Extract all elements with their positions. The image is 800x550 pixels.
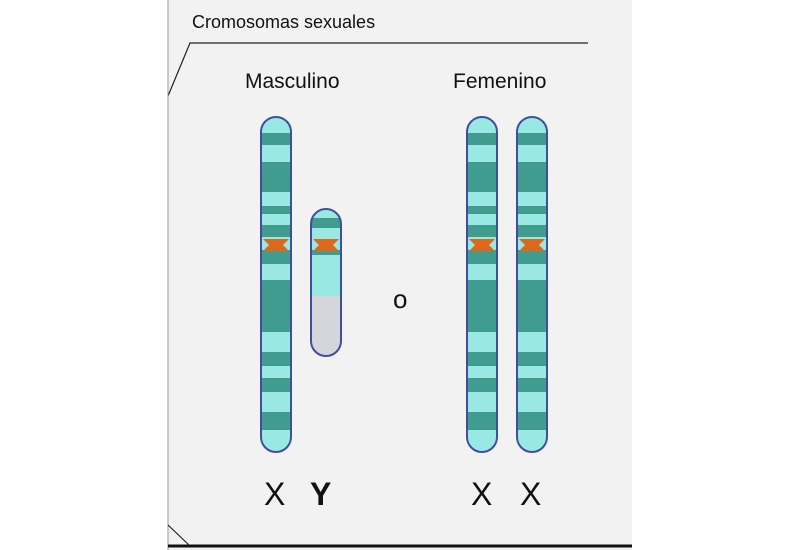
dark-band — [261, 378, 291, 392]
dark-band — [517, 225, 547, 237]
female-label: Femenino — [453, 70, 547, 93]
dark-band — [517, 352, 547, 366]
dark-band — [261, 133, 291, 145]
centromere — [519, 239, 545, 251]
panel-background — [168, 0, 632, 550]
diagram-title: Cromosomas sexuales — [192, 12, 376, 32]
dark-band — [467, 225, 497, 237]
dark-band — [311, 250, 341, 255]
heterochromatin-region — [311, 296, 341, 356]
dark-band — [261, 280, 291, 332]
dark-band — [467, 352, 497, 366]
chromosome-x-female-1 — [466, 116, 498, 453]
chromosome-y — [310, 208, 342, 357]
panel-perspective-border — [167, 42, 588, 97]
chromosome-x-female-2 — [516, 116, 548, 453]
dark-band — [311, 218, 341, 228]
label-x-female-1: X — [471, 476, 493, 512]
dark-band — [261, 206, 291, 214]
dark-band — [261, 225, 291, 237]
male-label: Masculino — [245, 70, 340, 93]
dark-band — [517, 412, 547, 430]
dark-band — [517, 280, 547, 332]
label-y-male: Y — [310, 476, 332, 512]
dark-band — [517, 250, 547, 264]
dark-band — [517, 206, 547, 214]
dark-band — [517, 378, 547, 392]
conjunction-or: o — [393, 284, 408, 314]
panel-bottom-diagonal — [167, 524, 191, 547]
centromere — [313, 239, 339, 251]
centromere — [263, 239, 289, 251]
dark-band — [467, 206, 497, 214]
centromere — [469, 239, 495, 251]
dark-band — [467, 162, 497, 192]
dark-band — [467, 250, 497, 264]
label-x-female-2: X — [520, 476, 542, 512]
dark-band — [261, 250, 291, 264]
chromosome-x-male — [260, 116, 292, 453]
dark-band — [261, 352, 291, 366]
dark-band — [467, 412, 497, 430]
dark-band — [467, 133, 497, 145]
dark-band — [517, 162, 547, 192]
dark-band — [517, 133, 547, 145]
dark-band — [261, 412, 291, 430]
dark-band — [467, 280, 497, 332]
dark-band — [261, 162, 291, 192]
dark-band — [467, 378, 497, 392]
label-x-male: X — [264, 476, 286, 512]
